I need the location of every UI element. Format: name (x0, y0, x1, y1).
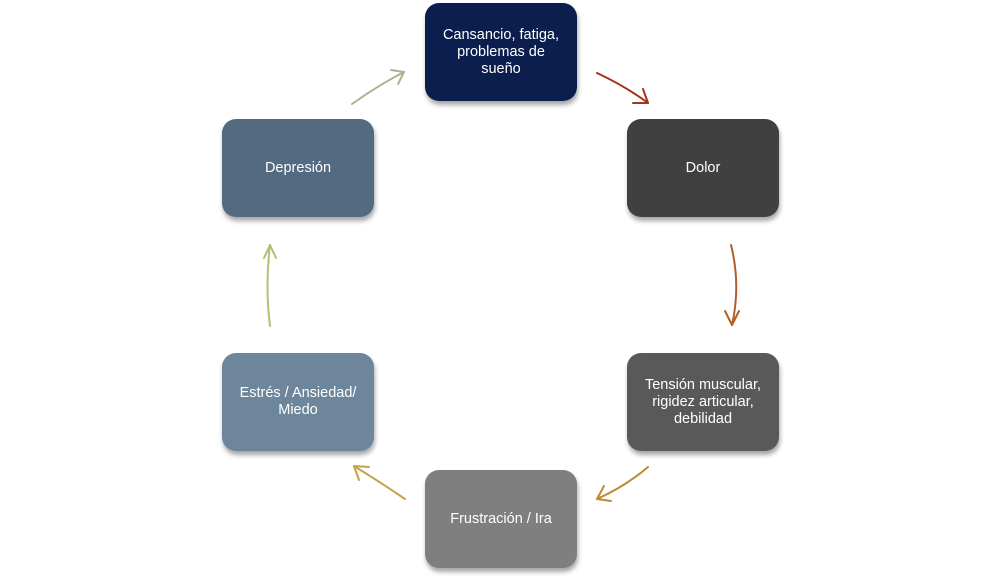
node-stress: Estrés / Ansiedad/ Miedo (222, 353, 374, 451)
node-depression-label: Depresión (264, 159, 332, 176)
node-stress-label: Estrés / Ansiedad/ Miedo (239, 385, 357, 418)
node-muscle-tension: Tensión muscular, rigidez articular, deb… (627, 353, 779, 451)
arrow-depression-to-fatigue (351, 69, 405, 105)
node-frustration: Frustración / Ira (425, 470, 577, 568)
node-frustration-label: Frustración / Ira (450, 510, 552, 527)
arrow-tension-to-frustration (596, 466, 649, 502)
node-fatigue: Cansancio, fatiga, problemas de sueño (425, 3, 577, 101)
node-fatigue-label: Cansancio, fatiga, problemas de sueño (442, 26, 560, 77)
arrow-frustration-to-stress (353, 465, 406, 500)
node-muscle-tension-label: Tensión muscular, rigidez articular, deb… (644, 376, 762, 427)
node-pain-label: Dolor (685, 159, 721, 176)
node-pain: Dolor (627, 119, 779, 217)
arrow-pain-to-tension (724, 244, 740, 326)
arrow-fatigue-to-pain (596, 72, 649, 104)
node-depression: Depresión (222, 119, 374, 217)
arrow-stress-to-depression (263, 244, 277, 327)
